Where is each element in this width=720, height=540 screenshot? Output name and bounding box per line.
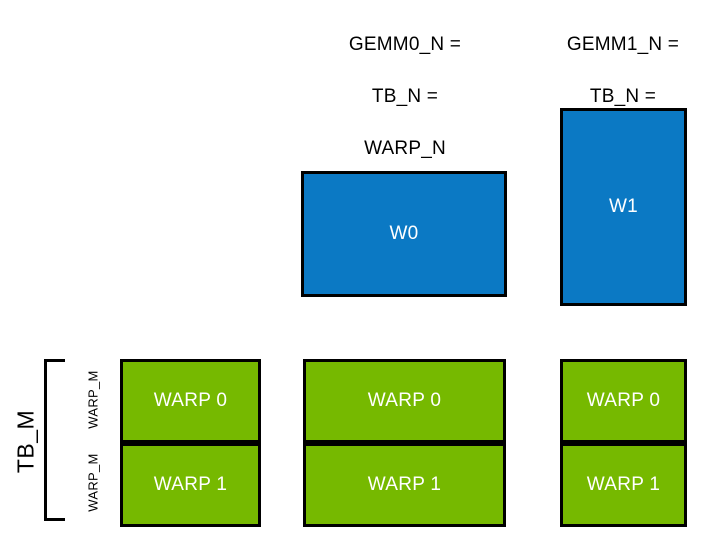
column-3-warp-0-label: WARP 0 <box>586 390 661 411</box>
column-3-warp-1: WARP 1 <box>560 443 687 527</box>
warp-m-axis-label-upper: WARP_M <box>85 370 101 429</box>
column-1-warp-0: WARP 0 <box>120 359 261 443</box>
column-1-warp-0-label: WARP 0 <box>153 390 228 411</box>
gemm0-header-line-3: WARP_N <box>364 138 446 159</box>
gemm0-header-line-1: GEMM0_N = <box>348 34 462 55</box>
column-3-warp-1-label: WARP 1 <box>586 474 661 495</box>
column-2-warp-0: WARP 0 <box>303 359 506 443</box>
tb-m-bracket <box>44 359 65 521</box>
gemm1-header-line-2: TB_N = <box>589 86 657 107</box>
warp-tile-w0-label: W0 <box>389 223 419 244</box>
column-3-warp-0: WARP 0 <box>560 359 687 443</box>
column-2-warp-1: WARP 1 <box>303 443 506 527</box>
tb-m-bracket-tick-top <box>44 359 65 362</box>
gemm0-header-line-2: TB_N = <box>371 86 439 107</box>
warp-tile-w1: W1 <box>560 108 687 306</box>
warp-tile-w0: W0 <box>301 171 507 297</box>
tb-m-bracket-stem <box>44 359 47 521</box>
gemm0-header: GEMM0_N = TB_N = WARP_N <box>305 6 505 188</box>
tb-m-bracket-tick-bottom <box>44 518 65 521</box>
column-1-warp-1-label: WARP 1 <box>153 474 228 495</box>
warp-tile-w1-label: W1 <box>608 196 639 217</box>
gemm1-header-line-1: GEMM1_N = <box>566 34 680 55</box>
column-2-warp-0-label: WARP 0 <box>367 390 442 411</box>
warp-m-axis-label-lower: WARP_M <box>85 453 101 512</box>
column-2-warp-1-label: WARP 1 <box>367 474 442 495</box>
column-1-warp-1: WARP 1 <box>120 443 261 527</box>
tb-m-axis-label: TB_M <box>12 409 39 474</box>
